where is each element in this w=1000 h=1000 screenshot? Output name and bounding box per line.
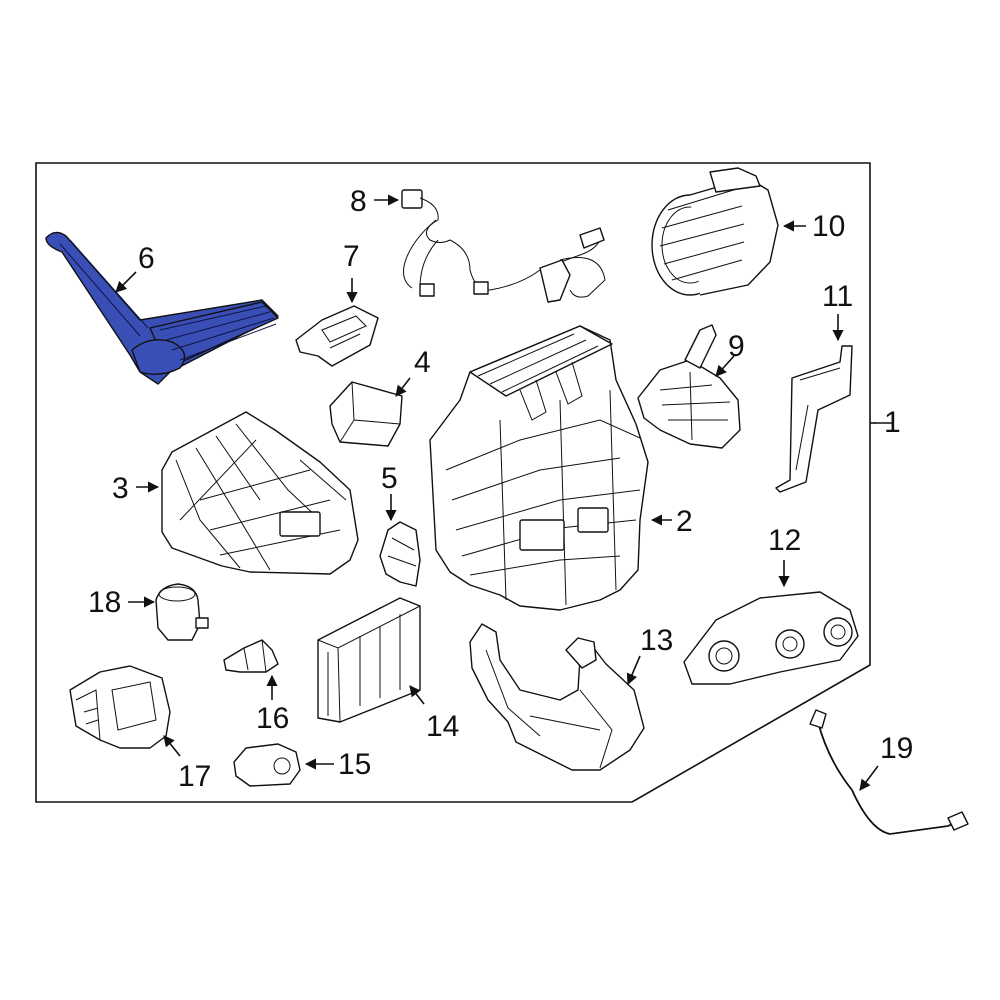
part-3-blower-housing[interactable]	[161, 411, 359, 575]
part-17-motor-module[interactable]	[69, 665, 171, 749]
part-2-hvac-case[interactable]	[429, 325, 649, 611]
callout-6: 6	[138, 242, 155, 275]
part-13-duct-assembly[interactable]	[469, 623, 645, 771]
part-18-sensor[interactable]	[155, 583, 209, 641]
part-5-bracket[interactable]	[379, 521, 421, 587]
part-12-control-panel[interactable]	[683, 591, 859, 685]
part-16-connector[interactable]	[223, 639, 279, 673]
part-6-heater-core[interactable]	[45, 231, 279, 385]
part-4-filter-cover[interactable]	[329, 381, 403, 447]
leader-lines	[115, 194, 892, 791]
callout-10: 10	[812, 210, 845, 243]
callout-3: 3	[112, 472, 129, 505]
callout-15: 15	[338, 748, 371, 781]
part-11-duct[interactable]	[775, 345, 853, 493]
part-10-blower-motor[interactable]	[651, 167, 779, 296]
callout-12: 12	[768, 524, 801, 557]
part-19-hose[interactable]	[809, 709, 969, 835]
part-9-actuator[interactable]	[637, 324, 741, 449]
assembly-frame	[35, 162, 871, 803]
callout-8: 8	[350, 185, 367, 218]
callout-13: 13	[640, 624, 673, 657]
callout-14: 14	[426, 710, 459, 743]
callout-19: 19	[880, 732, 913, 765]
callout-17: 17	[178, 760, 211, 793]
part-15-small-actuator[interactable]	[233, 743, 301, 787]
callout-1: 1	[884, 406, 901, 439]
callout-2: 2	[676, 505, 693, 538]
part-7-resistor[interactable]	[295, 305, 379, 367]
callout-9: 9	[728, 330, 745, 363]
callout-16: 16	[256, 702, 289, 735]
callout-18: 18	[88, 586, 121, 619]
callout-5: 5	[381, 462, 398, 495]
callout-11: 11	[822, 280, 853, 313]
part-8-wire-harness[interactable]	[401, 189, 606, 303]
part-14-cabin-filter[interactable]	[317, 597, 421, 723]
callout-7: 7	[343, 240, 360, 273]
callout-4: 4	[414, 346, 431, 379]
